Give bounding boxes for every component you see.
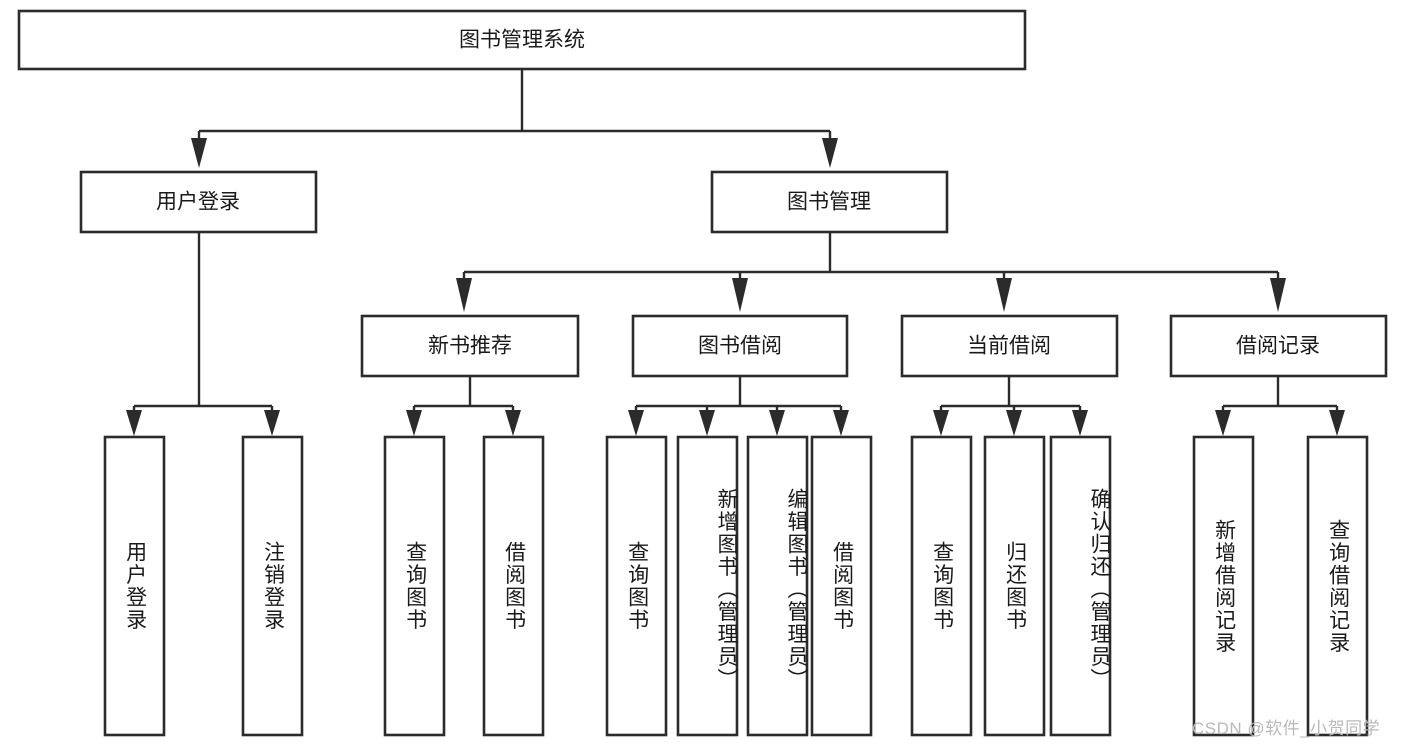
node-leaf-query-book-current-box[interactable]	[910, 435, 973, 737]
node-borrow-record[interactable]: 借阅记录	[1169, 314, 1388, 378]
node-new-book-recommend-label: 新书推荐	[428, 335, 512, 358]
connector-layer	[126, 69, 1345, 436]
node-current-borrow[interactable]: 当前借阅	[900, 314, 1119, 378]
arrow-head-leaf-add-borrow-record	[1215, 410, 1231, 436]
node-book-borrow-box[interactable]	[631, 314, 849, 378]
node-user-login-label: 用户登录	[156, 191, 240, 214]
arrow-head-leaf-borrow-book-recommend	[505, 410, 521, 436]
node-book-manage-label: 图书管理	[787, 191, 871, 214]
watermark-text: CSDN @软件_小贺同学	[1192, 719, 1381, 738]
node-root-box[interactable]	[17, 9, 1027, 71]
node-new-book-recommend[interactable]: 新书推荐	[360, 314, 580, 378]
node-book-manage-box[interactable]	[710, 170, 949, 234]
arrow-head-leaf-query-book-borrow	[628, 410, 644, 436]
arrow-head-leaf-user-login	[126, 410, 142, 436]
node-leaf-return-book-box[interactable]	[983, 435, 1046, 737]
arrow-head-leaf-confirm-return	[1072, 410, 1088, 436]
node-leaf-logout-box[interactable]	[241, 435, 304, 737]
node-root[interactable]: 图书管理系统	[17, 9, 1027, 71]
arrow-head-leaf-borrow-book	[833, 410, 849, 436]
node-leaf-user-login-box[interactable]	[103, 435, 166, 737]
node-leaf-query-borrow-record-box[interactable]	[1306, 435, 1369, 737]
arrow-head-borrow-record	[1270, 278, 1286, 312]
arrow-head-book-borrow	[732, 278, 748, 312]
node-borrow-record-label: 借阅记录	[1236, 335, 1320, 358]
arrow-head-leaf-logout	[264, 410, 280, 436]
node-leaf-confirm-return-box[interactable]	[1049, 435, 1112, 737]
node-leaf-add-book-box[interactable]	[676, 435, 739, 737]
leaf-box-layer	[103, 435, 1369, 737]
node-user-login-box[interactable]	[79, 170, 318, 234]
node-leaf-query-book-recommend-box[interactable]	[383, 435, 446, 737]
node-leaf-add-borrow-record-box[interactable]	[1192, 435, 1255, 737]
arrow-head-user-login	[191, 138, 207, 168]
node-user-login[interactable]: 用户登录	[79, 170, 318, 234]
arrow-head-leaf-query-book-recommend	[406, 410, 422, 436]
arrow-head-book-manage	[822, 138, 838, 168]
arrow-head-leaf-return-book	[1006, 410, 1022, 436]
node-borrow-record-box[interactable]	[1169, 314, 1388, 378]
node-leaf-query-book-borrow-box[interactable]	[605, 435, 668, 737]
arrow-head-leaf-query-book-current	[933, 410, 949, 436]
arrow-head-leaf-add-book	[699, 410, 715, 436]
node-book-manage[interactable]: 图书管理	[710, 170, 949, 234]
arrow-head-new-book-recommend	[456, 278, 472, 312]
node-leaf-borrow-book-recommend-box[interactable]	[482, 435, 545, 737]
node-current-borrow-box[interactable]	[900, 314, 1119, 378]
node-leaf-borrow-book-box[interactable]	[810, 435, 873, 737]
arrow-head-leaf-query-borrow-record	[1329, 410, 1345, 436]
arrow-head-leaf-edit-book	[769, 410, 785, 436]
node-root-label: 图书管理系统	[459, 29, 585, 52]
node-leaf-edit-book-box[interactable]	[746, 435, 809, 737]
arrow-head-current-borrow	[996, 278, 1012, 312]
node-new-book-recommend-box[interactable]	[360, 314, 580, 378]
node-current-borrow-label: 当前借阅	[967, 335, 1051, 358]
node-book-borrow-label: 图书借阅	[698, 335, 782, 358]
node-book-borrow[interactable]: 图书借阅	[631, 314, 849, 378]
